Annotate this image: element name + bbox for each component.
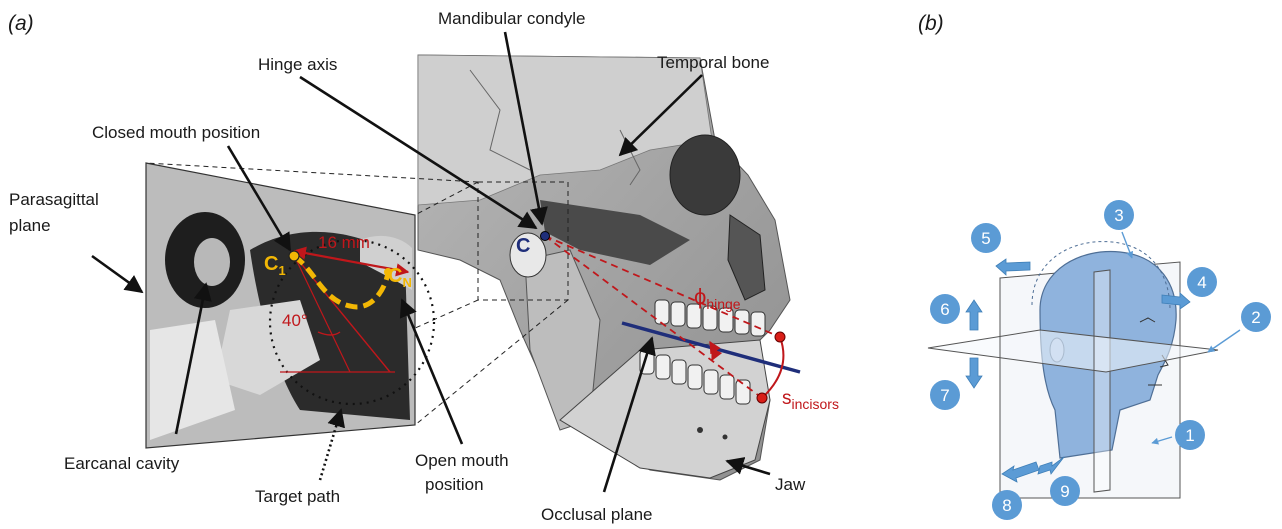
angle-label: 40° (282, 311, 308, 330)
parasagittal-inset (146, 163, 415, 448)
marker-3-label: 3 (1114, 206, 1123, 225)
arrow-up (966, 300, 982, 330)
marker-8-label: 8 (1002, 496, 1011, 515)
open-mouth-position-label-1: Open mouth (415, 451, 509, 470)
earcanal-cavity-label: Earcanal cavity (64, 454, 180, 473)
open-mouth-position-label-2: position (425, 475, 484, 494)
occlusal-plane-label: Occlusal plane (541, 505, 653, 524)
parasagittal-plane-label-1: Parasagittal (9, 190, 99, 209)
marker-1-label: 1 (1185, 426, 1194, 445)
hinge-axis-label: Hinge axis (258, 55, 337, 74)
incisor-open-point (757, 393, 767, 403)
panel-b-label: (b) (918, 12, 944, 35)
parasagittal-plane-label-2: plane (9, 216, 51, 235)
marker-9-label: 9 (1060, 482, 1069, 501)
jaw-label: Jaw (775, 475, 806, 494)
c-label: C (516, 235, 530, 257)
temporal-bone-label: Temporal bone (657, 53, 769, 72)
closed-mouth-position-label: Closed mouth position (92, 123, 260, 142)
distance-label: 16 mm (318, 233, 370, 252)
arrow-translate-left (996, 259, 1030, 275)
s-incisors-label: sincisors (782, 388, 839, 412)
arrow-down (966, 358, 982, 388)
c1-point (289, 251, 299, 261)
incisor-closed-point (775, 332, 785, 342)
marker-7-label: 7 (940, 386, 949, 405)
marker-4-label: 4 (1197, 273, 1206, 292)
marker-6-label: 6 (940, 300, 949, 319)
marker-2-label: 2 (1251, 308, 1260, 327)
hinge-point (541, 232, 550, 241)
skull-illustration (418, 55, 790, 480)
target-path-label: Target path (255, 487, 340, 506)
mandibular-condyle-label: Mandibular condyle (438, 9, 585, 28)
panel-a-label: (a) (8, 12, 34, 35)
marker-5-label: 5 (981, 229, 990, 248)
